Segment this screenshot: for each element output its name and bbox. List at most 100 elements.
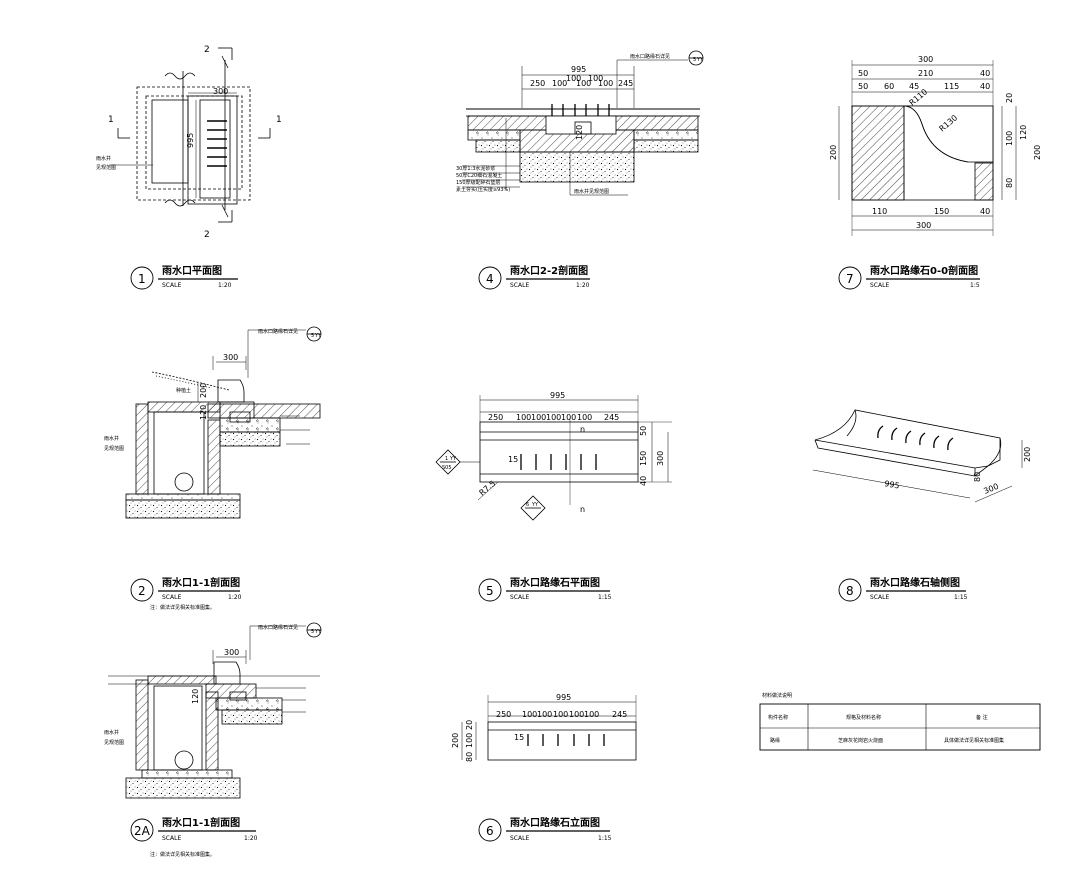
d2-well-label-1: 雨水井 bbox=[104, 435, 119, 442]
d4-dim-e: 100 bbox=[588, 74, 603, 83]
d8-height-dim: 200 bbox=[1023, 447, 1032, 462]
title-block-7: 7 雨水口路缘石0-0剖面图 SCALE 1:5 bbox=[838, 264, 980, 290]
drawing-7-curb-section bbox=[838, 60, 1017, 236]
d5-h-b: 150 bbox=[639, 451, 648, 466]
d8-width-dim: 300 bbox=[982, 482, 1000, 496]
d5-sect-ref-num: 6 bbox=[526, 502, 529, 508]
d7-hr-d: 80 bbox=[1005, 178, 1014, 188]
title-block-5: 5 雨水口路缘石平面图 SCALE 1:15 bbox=[478, 576, 612, 602]
d5-dim-a: 250 bbox=[488, 413, 503, 422]
material-legend: 材料做法说明 构件名称 规格及材料名称 备 注 路缘 芝麻灰花岗岩火烧面 具体做… bbox=[759, 692, 1041, 751]
d5-dim-b: 100 bbox=[516, 413, 531, 422]
d7-bot-b: 150 bbox=[934, 207, 949, 216]
d4-curb-callout: 雨水口路缘石详见 bbox=[630, 53, 670, 60]
d7-hr-total: 200 bbox=[1033, 145, 1042, 160]
legend-cell-2: 芝麻灰花岗岩火烧面 bbox=[838, 737, 883, 744]
d2-curb-callout: 雨水口路缘石详见 bbox=[258, 328, 298, 335]
d4-layer-3: 150厚级配碎石垫层 bbox=[456, 179, 501, 186]
d7-row2-d: 115 bbox=[944, 82, 959, 91]
d7-row2-c: 45 bbox=[909, 82, 919, 91]
title-block-4: 4 雨水口2-2剖面图 SCALE 1:20 bbox=[478, 264, 590, 290]
legend-header-3: 备 注 bbox=[976, 714, 988, 721]
title-block-2a: 2A 雨水口1-1剖面图 SCALE 1:20 注：做法详见相关标准图集。 bbox=[130, 816, 258, 858]
title-num: 2 bbox=[138, 584, 146, 598]
scale-label: SCALE bbox=[162, 835, 181, 842]
scale-value: 1:20 bbox=[228, 594, 242, 601]
title-text: 雨水口2-2剖面图 bbox=[510, 264, 588, 277]
scale-label: SCALE bbox=[510, 594, 529, 601]
d5-dim-e: 100 bbox=[561, 413, 576, 422]
d5-ref-sheet: YY bbox=[449, 456, 457, 462]
d5-ref-top: S05 bbox=[442, 465, 452, 471]
d7-bot-a: 110 bbox=[872, 207, 887, 216]
d7-height-dim: 200 bbox=[829, 145, 838, 160]
d2-h-a: 200 bbox=[199, 383, 208, 398]
d7-bot-c: 40 bbox=[980, 207, 990, 216]
plan-width-dim: 300 bbox=[213, 87, 228, 96]
d4-layer-1: 30厚1:3水泥砂浆 bbox=[456, 165, 495, 172]
title-num: 2A bbox=[134, 824, 151, 838]
scale-value: 1:20 bbox=[218, 282, 232, 289]
d2a-curb-callout: 雨水口路缘石详见 bbox=[258, 624, 298, 631]
d5-dim-g: 245 bbox=[604, 413, 619, 422]
d7-hr-c: 120 bbox=[1019, 125, 1028, 140]
plan-length-dim: 995 bbox=[186, 133, 195, 148]
scale-value: 1:5 bbox=[970, 282, 980, 289]
title-text: 雨水口路缘石立面图 bbox=[510, 816, 600, 829]
d6-h-b: 100 bbox=[465, 733, 474, 748]
d2a-ref-num: 5 bbox=[311, 629, 314, 635]
title-num: 1 bbox=[138, 272, 146, 286]
scale-label: SCALE bbox=[162, 282, 181, 289]
d2a-well-label-2: 见规范图 bbox=[104, 739, 124, 746]
d5-small-dim: 15 bbox=[508, 455, 518, 464]
d5-total-dim: 995 bbox=[550, 391, 565, 400]
d5-dim-d: 100 bbox=[546, 413, 561, 422]
d5-dim-c: 100 bbox=[531, 413, 546, 422]
d7-hr-b: 100 bbox=[1005, 131, 1014, 146]
d2a-h-a: 120 bbox=[191, 689, 200, 704]
d6-h-c: 80 bbox=[465, 752, 474, 762]
drawing-5-curb-plan bbox=[435, 395, 672, 521]
d6-dim-f: 100 bbox=[584, 710, 599, 719]
d4-well-callout: 雨水井见规范图 bbox=[574, 188, 609, 195]
d6-small-dim: 15 bbox=[514, 733, 524, 742]
d2-h-b: 120 bbox=[199, 405, 208, 420]
d5-ref-num: 1 bbox=[445, 456, 448, 462]
d4-layer-2: 50厚C20细石混凝土 bbox=[456, 172, 502, 179]
title-num: 6 bbox=[486, 824, 494, 838]
scale-value: 1:15 bbox=[598, 835, 612, 842]
note-text: 注：做法详见相关标准图集。 bbox=[150, 851, 215, 858]
d2-grass-label: 种植土 bbox=[176, 387, 191, 394]
scale-label: SCALE bbox=[870, 594, 889, 601]
d7-row2-e: 40 bbox=[980, 82, 990, 91]
section-mark-1-left: 1 bbox=[108, 115, 114, 125]
title-text: 雨水口路缘石轴侧图 bbox=[870, 576, 960, 589]
d5-h-a: 50 bbox=[639, 426, 648, 436]
d5-center-mark: n bbox=[580, 425, 585, 434]
section-mark-2-bottom: 2 bbox=[204, 230, 210, 240]
title-num: 8 bbox=[846, 584, 854, 598]
title-num: 4 bbox=[486, 272, 494, 286]
d7-row2-a: 50 bbox=[858, 82, 868, 91]
d4-h1-dim: 120 bbox=[575, 125, 584, 140]
d4-dim-f: 100 bbox=[598, 79, 613, 88]
drawing-2-section bbox=[125, 326, 322, 519]
section-mark-2-top: 2 bbox=[204, 45, 210, 55]
d7-row-b: 210 bbox=[918, 69, 933, 78]
scale-value: 1:20 bbox=[244, 835, 258, 842]
d4-dim-d: 100 bbox=[576, 79, 591, 88]
d2-ref-num: 5 bbox=[311, 333, 314, 339]
d2a-well-label-1: 雨水井 bbox=[104, 729, 119, 736]
d2-well-label-2: 见规范图 bbox=[104, 445, 124, 452]
drawing-2a-section bbox=[108, 622, 322, 799]
title-text: 雨水口平面图 bbox=[162, 264, 222, 277]
scale-value: 1:15 bbox=[954, 594, 968, 601]
scale-label: SCALE bbox=[870, 282, 889, 289]
scale-label: SCALE bbox=[510, 835, 529, 842]
d2a-top-dim: 300 bbox=[224, 648, 239, 657]
d2-top-dim: 300 bbox=[223, 353, 238, 362]
title-num: 7 bbox=[846, 272, 854, 286]
d4-ref-sheet: YY bbox=[696, 57, 704, 63]
d7-row-c: 40 bbox=[980, 69, 990, 78]
drawing-4-section bbox=[462, 50, 704, 196]
